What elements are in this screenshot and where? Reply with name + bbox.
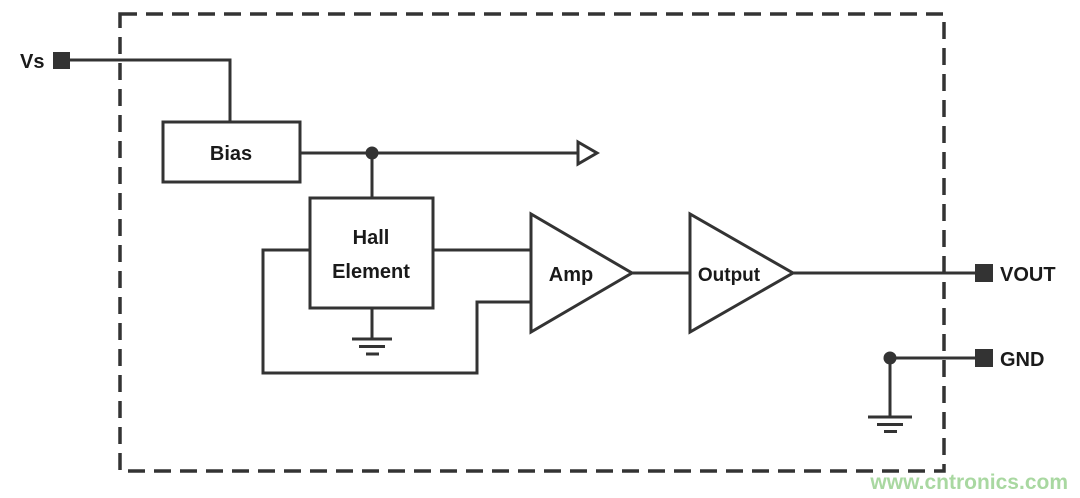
- output-label: Output: [698, 265, 761, 286]
- amp-label: Amp: [549, 264, 593, 286]
- hall-element-block: [308, 196, 435, 310]
- wire-hall-to-amp-lower: [261, 248, 531, 375]
- wire-vs-to-bias: [70, 58, 232, 122]
- vout-pin-square: [975, 264, 993, 282]
- vs-pin-square: [53, 52, 70, 69]
- watermark: www.cntronics.com: [869, 471, 1068, 494]
- amp-triangle: [529, 211, 635, 335]
- output-triangle: [688, 211, 797, 335]
- bias-block-label: Bias: [210, 143, 252, 165]
- hall-element-label-line2: Element: [332, 261, 410, 283]
- vout-pin-label: VOUT: [1000, 264, 1056, 286]
- gnd-pin-label: GND: [1000, 349, 1044, 371]
- hall-ground-symbol-icon: [352, 308, 392, 356]
- hall-element-label-line1: Hall: [353, 227, 390, 249]
- bias-output-arrowhead-icon: [576, 139, 600, 167]
- bias-block: [161, 120, 302, 184]
- ic-boundary: [118, 12, 946, 473]
- gnd-pin-square: [975, 349, 993, 367]
- vs-pin-label: Vs: [20, 51, 44, 73]
- gnd-ground-symbol-icon: [868, 358, 912, 433]
